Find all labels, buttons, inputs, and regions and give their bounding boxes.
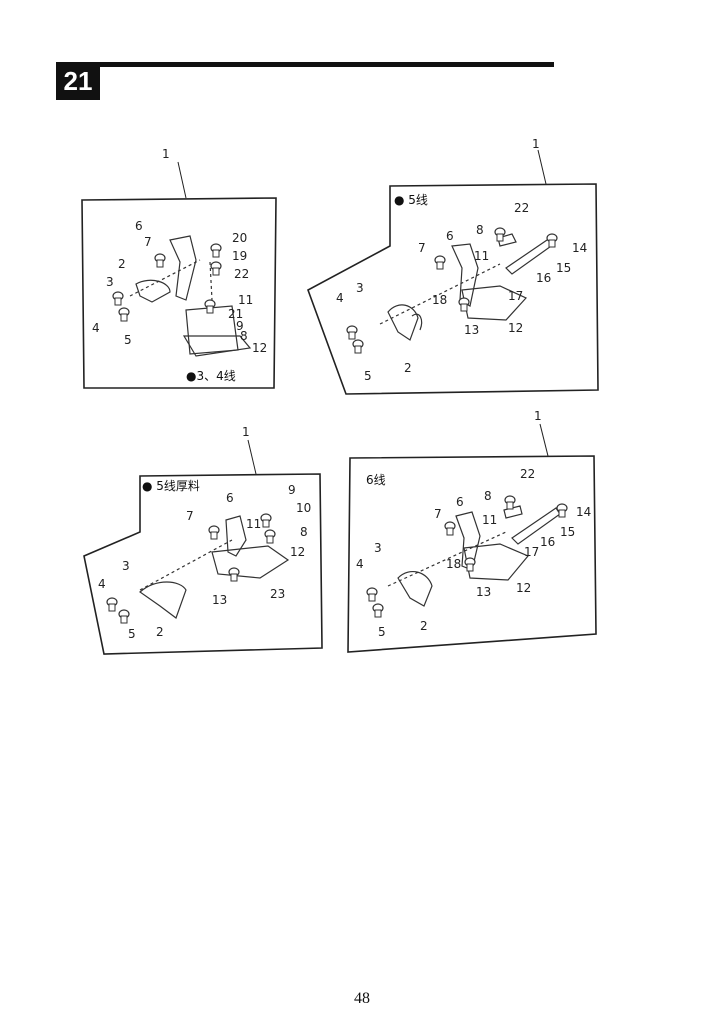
part-label: 11 <box>238 293 253 307</box>
part-label: 12 <box>516 581 531 595</box>
part-label: 12 <box>252 341 267 355</box>
part-label: 16 <box>536 271 551 285</box>
part-label: 2 <box>118 257 126 271</box>
callout-labels: 6 7 20 19 22 2 3 11 21 9 8 4 5 12 <box>92 219 267 355</box>
part-label: 2 <box>404 361 412 375</box>
part-label: 22 <box>234 267 249 281</box>
part-label: 5 <box>378 625 386 639</box>
part-label: 6 <box>456 495 464 509</box>
part-label: 17 <box>524 545 539 559</box>
diagram-panel-5-thread: 1 ● 5线 22 8 14 7 6 11 16 15 3 4 18 <box>307 137 599 395</box>
part-label: 4 <box>92 321 100 335</box>
part-label: 5 <box>364 369 372 383</box>
part-label: 2 <box>156 625 164 639</box>
part-label: 11 <box>246 517 261 531</box>
callout-labels: 22 8 6 14 7 11 15 16 17 3 18 4 13 12 5 2 <box>356 467 591 639</box>
part-label: 15 <box>556 261 571 275</box>
part-label: 7 <box>144 235 152 249</box>
callout-labels: 9 6 10 7 11 8 12 3 4 13 23 5 2 <box>98 483 311 641</box>
section-number-badge: 21 <box>56 62 100 100</box>
part-label: 11 <box>482 513 497 527</box>
part-label: 3 <box>356 281 364 295</box>
part-label: 5 <box>128 627 136 641</box>
part-label: 3 <box>106 275 114 289</box>
part-label: 6 <box>135 219 143 233</box>
part-label: 13 <box>212 593 227 607</box>
part-label: 8 <box>476 223 484 237</box>
panel-caption: ● 5线 <box>394 193 428 207</box>
diagram-panel-3-4-thread: 1 ●3、4线 6 7 20 19 22 2 3 11 21 9 8 4 <box>81 147 277 389</box>
panel-frame-ref: 1 <box>534 409 542 423</box>
panel-caption: 6线 <box>366 473 386 487</box>
part-label: 14 <box>572 241 587 255</box>
presser-foot-assembly-drawing <box>379 233 555 341</box>
part-label: 18 <box>432 293 447 307</box>
part-label: 22 <box>520 467 535 481</box>
part-label: 11 <box>474 249 489 263</box>
part-label: 20 <box>232 231 247 245</box>
part-label: 13 <box>464 323 479 337</box>
part-label: 22 <box>514 201 529 215</box>
panel-frame-ref: 1 <box>242 425 250 439</box>
part-label: 12 <box>290 545 305 559</box>
part-label: 15 <box>560 525 575 539</box>
part-label: 18 <box>446 557 461 571</box>
panel-caption: ● 5线厚料 <box>142 479 200 493</box>
part-label: 6 <box>446 229 454 243</box>
diagram-panel-5-thread-heavy: 1 ● 5线厚料 9 6 10 7 11 8 12 3 4 13 23 5 2 <box>83 425 323 655</box>
part-label: 7 <box>418 241 426 255</box>
part-label: 4 <box>98 577 106 591</box>
part-label: 5 <box>124 333 132 347</box>
part-label: 21 <box>228 307 243 321</box>
part-label: 8 <box>300 525 308 539</box>
part-label: 16 <box>540 535 555 549</box>
part-label: 3 <box>374 541 382 555</box>
part-label: 4 <box>356 557 364 571</box>
part-label: 13 <box>476 585 491 599</box>
part-label: 14 <box>576 505 591 519</box>
part-label: 12 <box>508 321 523 335</box>
part-label: 9 <box>236 319 244 333</box>
part-label: 23 <box>270 587 285 601</box>
presser-foot-assembly-drawing <box>129 235 252 357</box>
presser-foot-assembly-drawing <box>139 515 290 619</box>
part-label: 9 <box>288 483 296 497</box>
part-label: 10 <box>296 501 311 515</box>
part-label: 7 <box>434 507 442 521</box>
part-label: 8 <box>484 489 492 503</box>
part-label: 3 <box>122 559 130 573</box>
callout-labels: 22 8 14 7 6 11 16 15 3 4 18 17 13 12 2 5 <box>336 201 587 383</box>
part-label: 4 <box>336 291 344 305</box>
panel-frame-ref: 1 <box>162 147 170 161</box>
panel-caption: ●3、4线 <box>186 369 236 383</box>
part-label: 6 <box>226 491 234 505</box>
diagram-panel-6-thread: 1 6线 22 8 6 14 7 11 15 16 17 3 18 4 <box>347 409 597 653</box>
part-label: 19 <box>232 249 247 263</box>
part-label: 2 <box>420 619 428 633</box>
part-label: 7 <box>186 509 194 523</box>
panel-frame-ref: 1 <box>532 137 540 151</box>
page-number: 48 <box>354 990 370 1007</box>
part-label: 17 <box>508 289 523 303</box>
section-header-rule <box>100 62 554 67</box>
part-label: 8 <box>240 329 248 343</box>
